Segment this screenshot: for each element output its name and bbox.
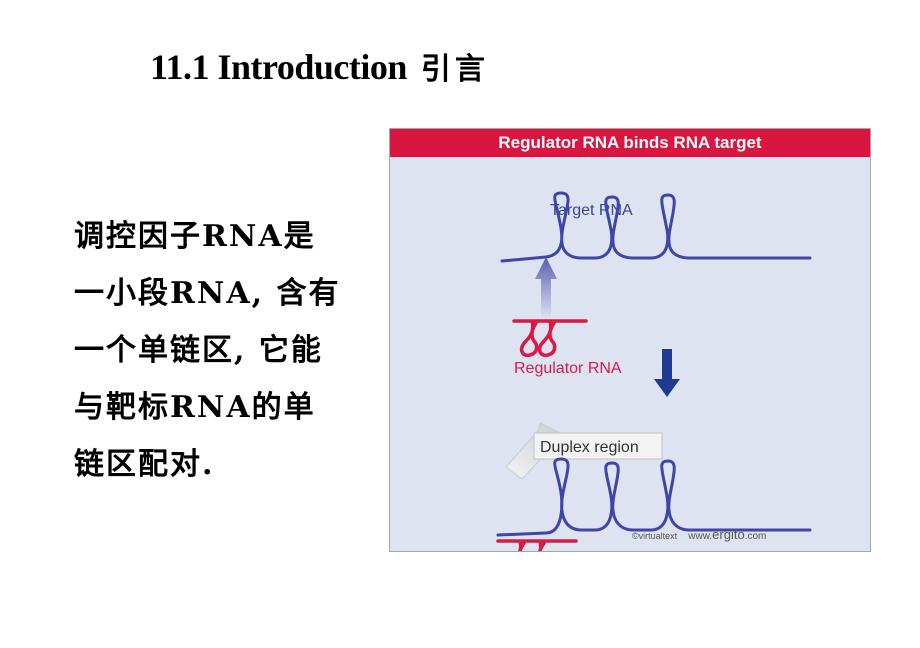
regulator-rna-label: Regulator RNA bbox=[514, 360, 622, 377]
binding-down-arrow-icon bbox=[654, 349, 680, 397]
target-rna-label: Target RNA bbox=[550, 202, 633, 219]
body-line-4: 与靶标RNA的单 bbox=[74, 390, 316, 425]
figure-header: Regulator RNA binds RNA target bbox=[390, 129, 870, 157]
slide-title: 11.1 Introduction 引言 bbox=[150, 44, 489, 88]
binding-up-arrow-icon bbox=[535, 257, 557, 319]
target-rna-strand bbox=[500, 191, 812, 263]
body-line-3: 一个单链区, 它能 bbox=[74, 333, 323, 368]
title-english: 11.1 Introduction bbox=[150, 47, 407, 87]
body-line-1: 调控因子RNA是 bbox=[74, 219, 316, 254]
rna-diagram: Target RNA Regulator RNA Duplex region ©… bbox=[496, 191, 812, 551]
duplex-label-box bbox=[533, 432, 663, 460]
rna-diagram-figure: Regulator RNA binds RNA target Target RN… bbox=[389, 128, 871, 552]
regulator-rna-strand bbox=[512, 319, 588, 358]
image-credit: ©virtualtext www.ergito.com bbox=[632, 524, 766, 543]
duplex-region-label: Duplex region bbox=[540, 439, 639, 456]
bound-target-rna-strand bbox=[496, 457, 812, 537]
body-line-5: 链区配对. bbox=[74, 447, 215, 482]
body-paragraph: 调控因子RNA是 一小段RNA, 含有 一个单链区, 它能 与靶标RNA的单 链… bbox=[74, 208, 374, 493]
body-line-2: 一小段RNA, 含有 bbox=[74, 276, 341, 311]
title-chinese: 引言 bbox=[420, 52, 489, 87]
bound-regulator-rna-strand bbox=[496, 539, 578, 551]
